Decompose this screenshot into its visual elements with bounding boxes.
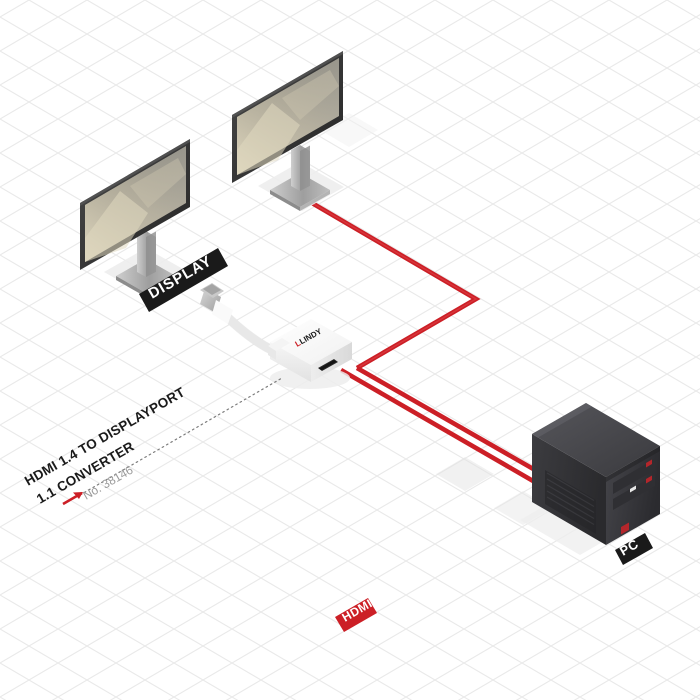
cable-converter-to-pc: [339, 366, 558, 487]
pc-bay-2-led: [646, 475, 652, 484]
stand-neck-shade: [300, 145, 310, 191]
connector-boot: [212, 300, 233, 324]
device-front-left: [270, 342, 311, 382]
converter-device[interactable]: L LINDY: [200, 283, 352, 389]
wallpaper-shape-a: [237, 103, 300, 175]
pc-top-highlight: [532, 403, 592, 438]
pc-label: PC: [615, 533, 653, 565]
wallpaper-shape-a2: [85, 191, 148, 262]
pc-vent-grille: [545, 470, 596, 534]
device-cable-boss-side: [268, 346, 276, 360]
callout-arrow-icon: [62, 491, 83, 506]
pc-drive-bay-1: [613, 459, 655, 494]
pc-front-controls: [613, 459, 655, 535]
pc-tower[interactable]: [520, 403, 660, 555]
pc-bay-1-led: [646, 459, 652, 468]
display-front[interactable]: [232, 51, 344, 211]
stand-base-edge: [270, 190, 300, 211]
pc-front-top-shade: [606, 446, 660, 482]
wallpaper-shape-b: [282, 70, 339, 120]
bezel-highlight: [232, 51, 343, 118]
displayport-contacts: [203, 284, 221, 295]
stand-neck-shade-2: [146, 231, 156, 277]
callout-leader-line: [79, 377, 283, 496]
cable-monitor-to-converter: [298, 194, 481, 370]
display-back[interactable]: [80, 139, 190, 297]
hdmi-port-inner: [319, 360, 337, 371]
pc-power-button: [621, 522, 629, 535]
bezel-highlight-2: [80, 139, 190, 206]
lindy-logo-mark: L: [294, 338, 303, 348]
stand-base-edge-2: [116, 276, 146, 297]
pc-indicator-dot: [630, 485, 636, 493]
pc-drive-bay-2: [613, 475, 655, 510]
wallpaper-shape-b2: [130, 158, 186, 208]
device-cable-boss: [268, 338, 290, 351]
stand-base-edge2: [300, 190, 330, 211]
